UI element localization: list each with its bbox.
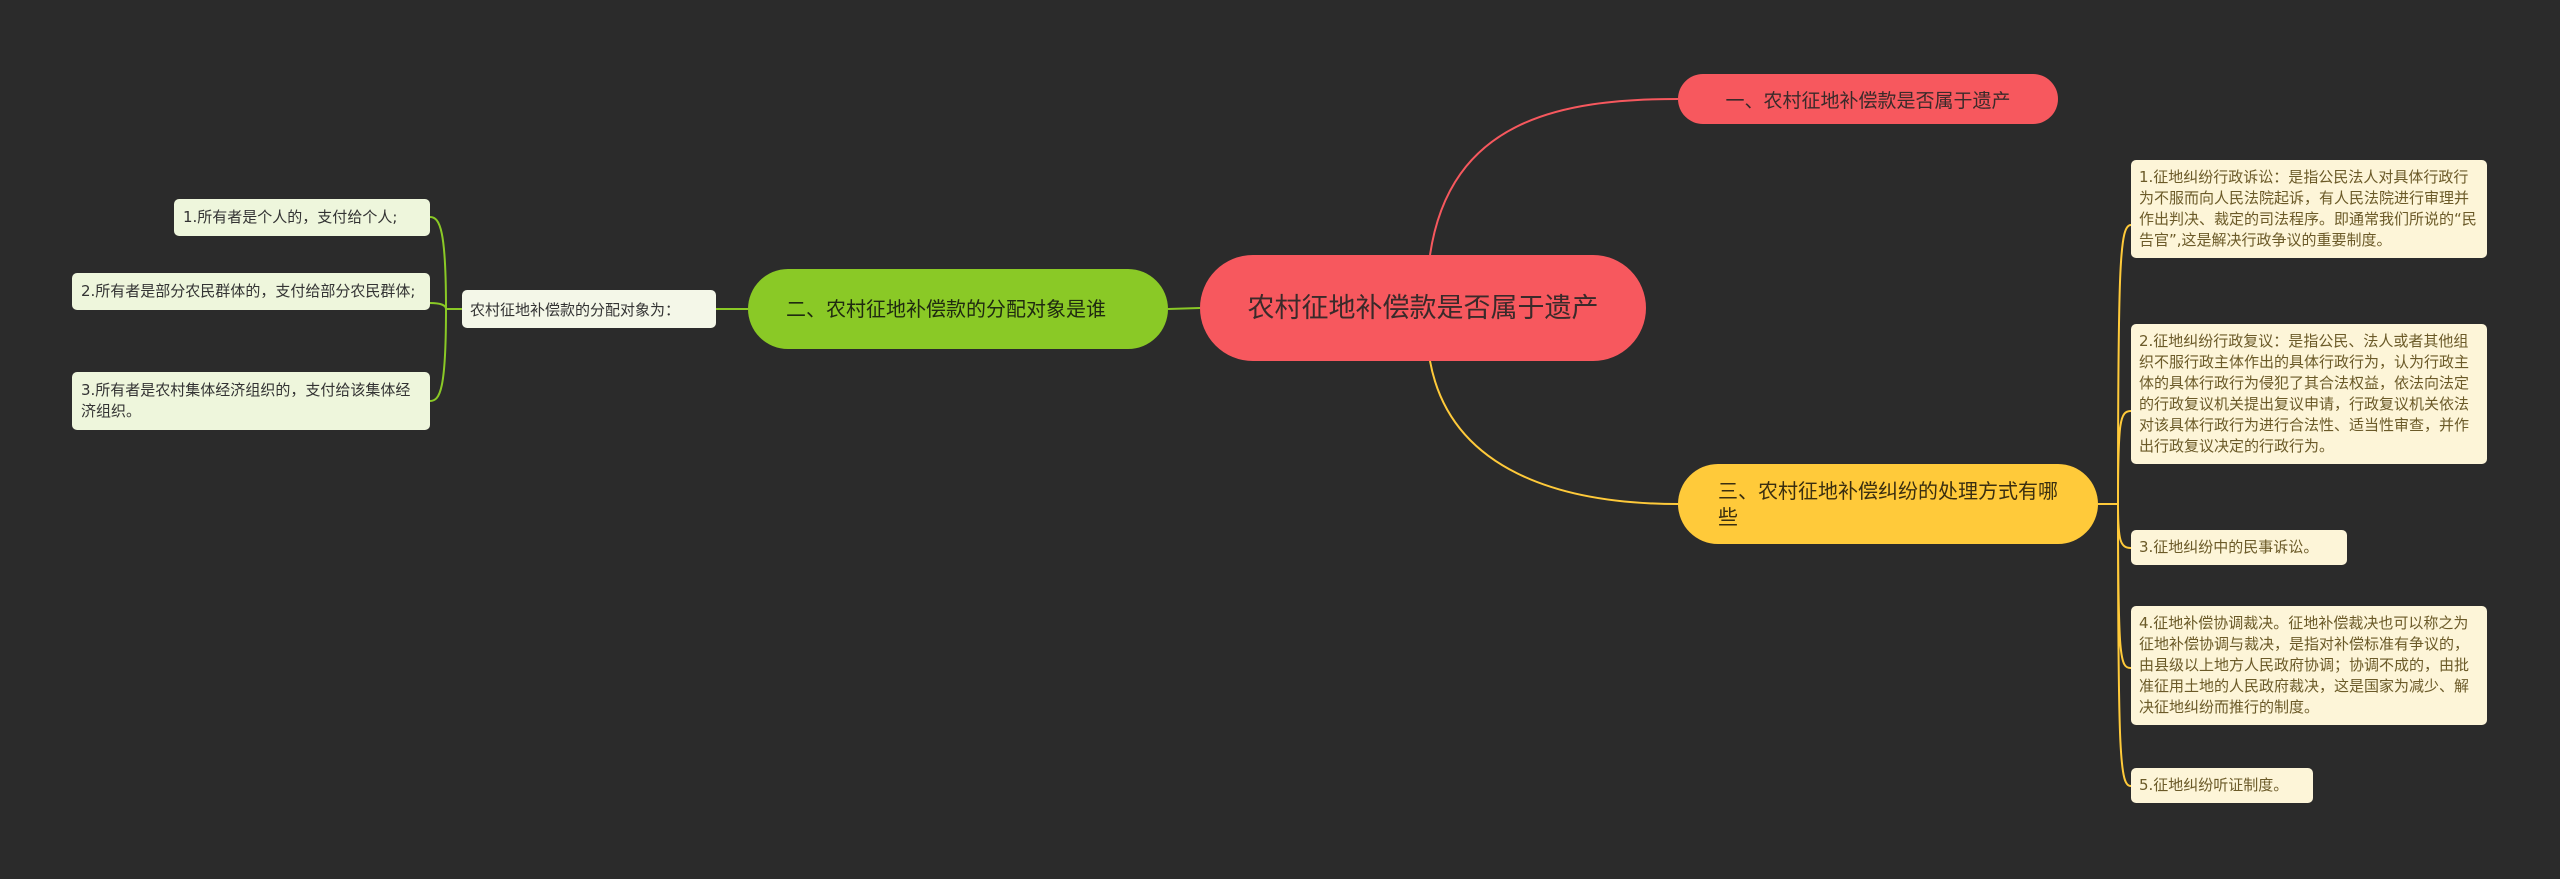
- connector-branch-3-leaves: [2098, 224, 2132, 787]
- right-leaf-4-label: 4.征地补偿协调裁决。征地补偿裁决也可以称之为征地补偿协调与裁决，是指对补偿标准…: [2139, 614, 2470, 716]
- right-leaf-1-label: 1.征地纠纷行政诉讼：是指公民法人对具体行政行为不服而向人民法院起诉，有人民法院…: [2139, 168, 2477, 249]
- branch-1-node[interactable]: 一、农村征地补偿款是否属于遗产: [1678, 74, 2058, 124]
- right-leaf-3-label: 3.征地纠纷中的民事诉讼。: [2139, 538, 2319, 556]
- branch-3-label: 三、农村征地补偿纠纷的处理方式有哪些: [1718, 479, 2058, 529]
- left-leaf-3-label: 3.所有者是农村集体经济组织的，支付给该集体经济组织。: [81, 381, 411, 420]
- central-topic[interactable]: 农村征地补偿款是否属于遗产: [1200, 255, 1646, 361]
- right-leaf-3[interactable]: 3.征地纠纷中的民事诉讼。: [2131, 530, 2347, 565]
- right-leaf-5-label: 5.征地纠纷听证制度。: [2139, 776, 2289, 794]
- branch-2-label: 二、农村征地补偿款的分配对象是谁: [786, 297, 1106, 321]
- right-leaf-4[interactable]: 4.征地补偿协调裁决。征地补偿裁决也可以称之为征地补偿协调与裁决，是指对补偿标准…: [2131, 606, 2487, 725]
- left-leaf-1[interactable]: 1.所有者是个人的，支付给个人;: [174, 199, 430, 236]
- right-leaf-1[interactable]: 1.征地纠纷行政诉讼：是指公民法人对具体行政行为不服而向人民法院起诉，有人民法院…: [2131, 160, 2487, 258]
- branch-1-label: 一、农村征地补偿款是否属于遗产: [1725, 89, 2011, 112]
- right-leaf-5[interactable]: 5.征地纠纷听证制度。: [2131, 768, 2313, 803]
- right-leaf-2[interactable]: 2.征地纠纷行政复议：是指公民、法人或者其他组织不服行政主体作出的具体行政行为，…: [2131, 324, 2487, 464]
- connector-center-branch-3: [1429, 360, 1679, 505]
- branch-2-node[interactable]: 二、农村征地补偿款的分配对象是谁: [748, 269, 1168, 349]
- left-leaf-3[interactable]: 3.所有者是农村集体经济组织的，支付给该集体经济组织。: [72, 372, 430, 430]
- connector-center-branch-2: [1167, 307, 1201, 310]
- branch-2-sub-label: 农村征地补偿款的分配对象为：: [470, 300, 681, 319]
- connector-center-branch-1: [1429, 98, 1679, 256]
- branch-3-node[interactable]: 三、农村征地补偿纠纷的处理方式有哪些: [1678, 464, 2098, 544]
- right-leaf-2-label: 2.征地纠纷行政复议：是指公民、法人或者其他组织不服行政主体作出的具体行政行为，…: [2139, 332, 2470, 455]
- branch-2-sub-node[interactable]: 农村征地补偿款的分配对象为：: [462, 290, 716, 328]
- central-topic-label: 农村征地补偿款是否属于遗产: [1247, 292, 1599, 324]
- connector-sub-leaves: [429, 216, 462, 402]
- left-leaf-2-label: 2.所有者是部分农民群体的，支付给部分农民群体;: [81, 282, 416, 300]
- left-leaf-1-label: 1.所有者是个人的，支付给个人;: [183, 208, 398, 226]
- left-leaf-2[interactable]: 2.所有者是部分农民群体的，支付给部分农民群体;: [72, 273, 430, 310]
